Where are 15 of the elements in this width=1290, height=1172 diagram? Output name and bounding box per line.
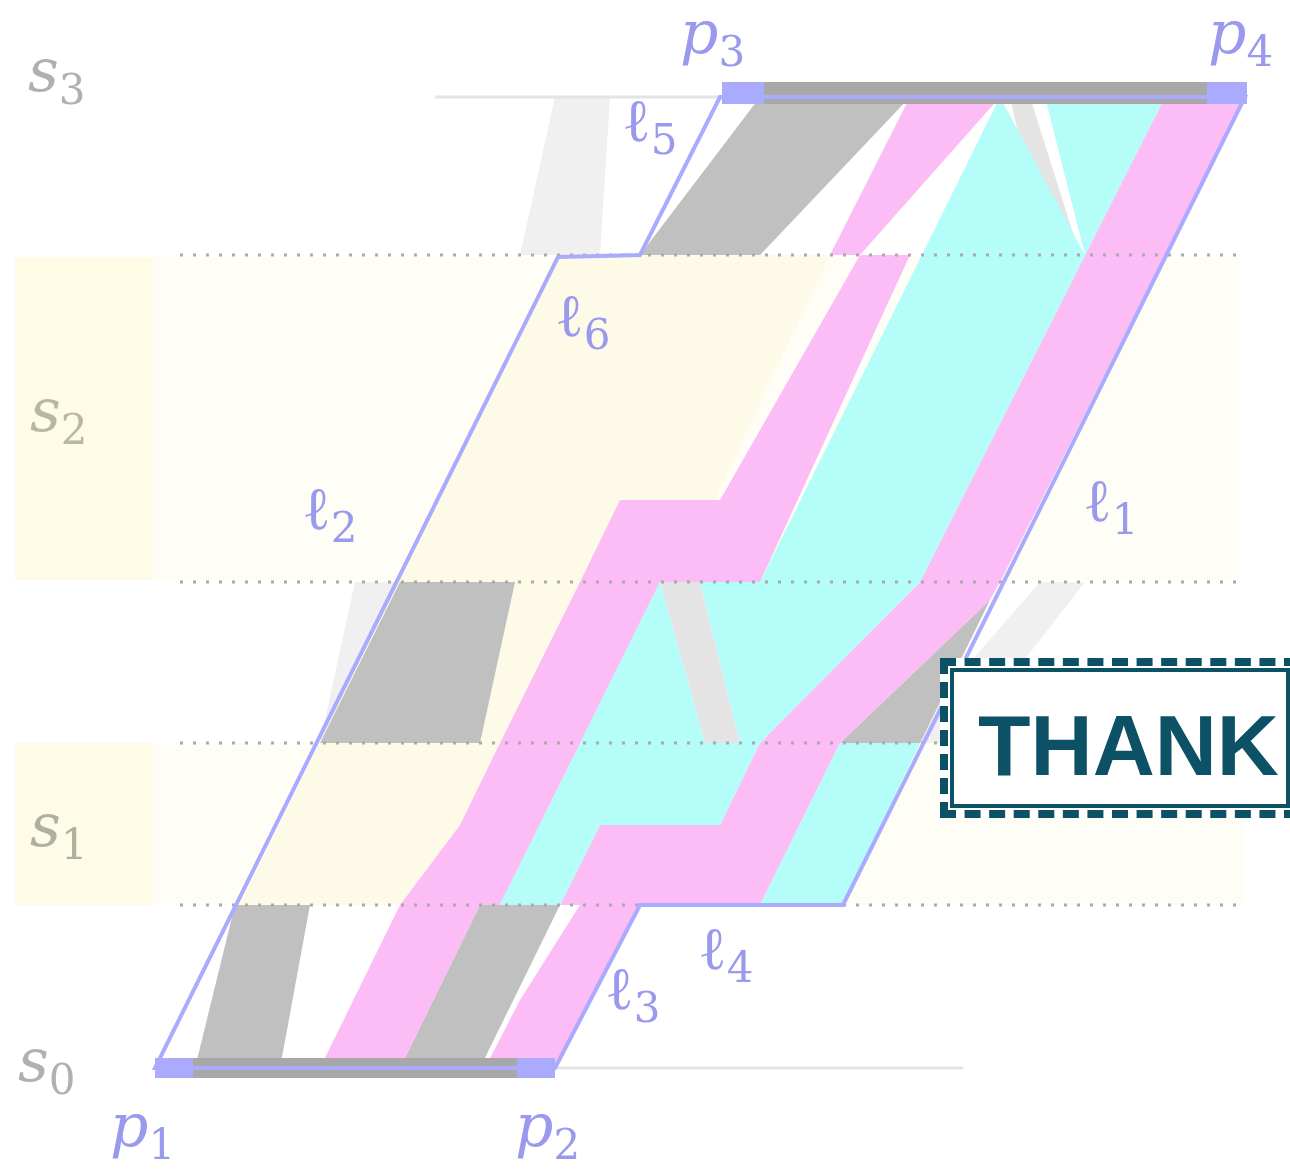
math-label: s$_{0}$ bbox=[18, 1030, 76, 1101]
line-label: ℓ$_{3}$ bbox=[605, 958, 661, 1029]
stamp-text: THANK bbox=[940, 658, 1290, 818]
math-label: p$_{2}$ bbox=[515, 1095, 581, 1166]
math-label: s$_{1}$ bbox=[30, 795, 88, 866]
line-label: ℓ$_{4}$ bbox=[698, 918, 754, 989]
math-label: s$_{2}$ bbox=[30, 380, 88, 451]
math-label: p$_{1}$ bbox=[110, 1095, 176, 1166]
line-label: ℓ$_{1}$ bbox=[1083, 470, 1139, 541]
math-label: p$_{4}$ bbox=[1208, 2, 1274, 73]
line-label: ℓ$_{2}$ bbox=[302, 478, 358, 549]
math-label: p$_{3}$ bbox=[680, 2, 746, 73]
math-label: s$_{3}$ bbox=[28, 40, 86, 111]
line-label: ℓ$_{5}$ bbox=[622, 90, 678, 161]
line-label: ℓ$_{6}$ bbox=[555, 285, 611, 356]
